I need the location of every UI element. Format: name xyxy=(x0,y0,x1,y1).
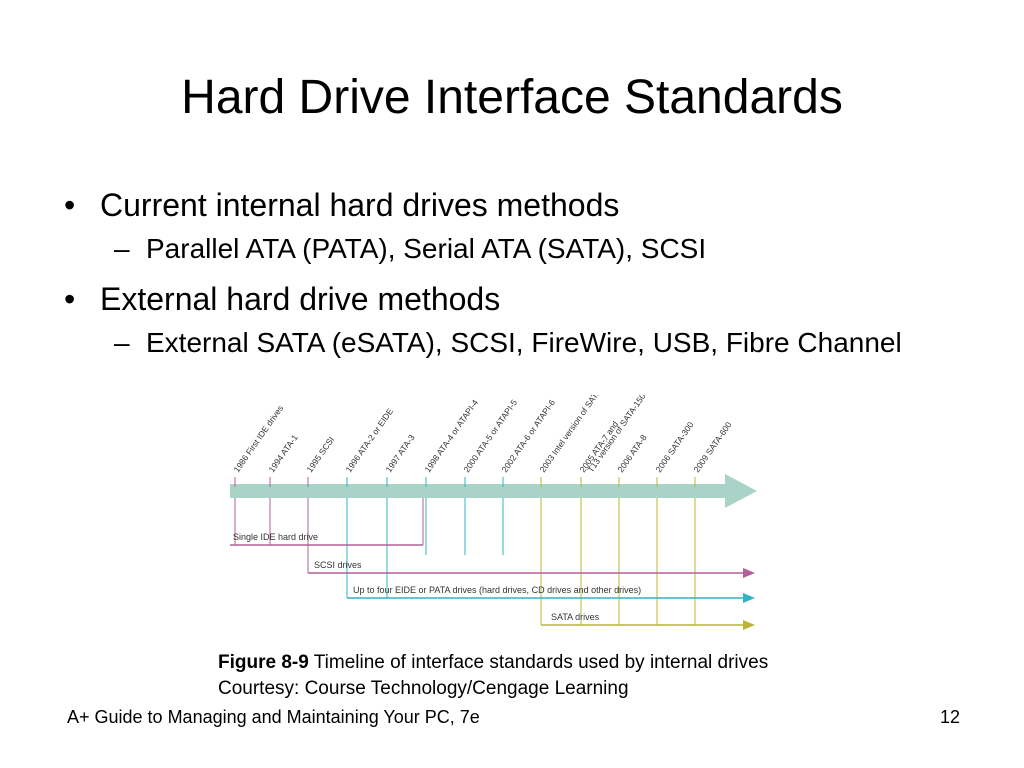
sub-bullet-item: – External SATA (eSATA), SCSI, FireWire,… xyxy=(60,326,980,360)
track-label: SATA drives xyxy=(551,612,600,622)
page-number: 12 xyxy=(940,707,961,727)
bullet-dot: • xyxy=(64,281,76,317)
caption-line: Figure 8-9 Timeline of interface standar… xyxy=(218,650,768,676)
timeline-ticks xyxy=(234,477,696,487)
bullet-list: • Current internal hard drives methods –… xyxy=(60,180,980,360)
timeline-event-label: 1997 ATA-3 xyxy=(383,432,416,474)
slide-title: Hard Drive Interface Standards xyxy=(181,71,843,124)
track-arrowhead xyxy=(743,593,755,603)
sub-bullet-dash: – xyxy=(114,327,130,358)
timeline-arrow xyxy=(230,474,757,508)
track-arrowhead xyxy=(743,568,755,578)
figure-connector-lines xyxy=(234,498,696,625)
bullet-item: • Current internal hard drives methods xyxy=(60,182,980,228)
bullet-item: • External hard drive methods xyxy=(60,276,980,322)
sub-bullet-item: – Parallel ATA (PATA), Serial ATA (SATA)… xyxy=(60,232,980,266)
footer-book-title: A+ Guide to Managing and Maintaining You… xyxy=(67,707,480,727)
timeline-event-label: 2006 ATA-8 xyxy=(615,432,648,474)
caption-text: Timeline of interface standards used by … xyxy=(308,652,769,673)
timeline-event-label: 2006 SATA-300 xyxy=(653,420,695,474)
figure-number: Figure 8-9 xyxy=(218,652,309,673)
timeline-event-label: 2009 SATA-600 xyxy=(691,420,733,474)
timeline-event-label: 1995 SCSI xyxy=(304,435,336,474)
sub-bullet-text: External SATA (eSATA), SCSI, FireWire, U… xyxy=(146,327,902,358)
sub-bullet-dash: – xyxy=(114,233,130,264)
track-arrowhead xyxy=(743,620,755,630)
bullet-text: Current internal hard drives methods xyxy=(100,187,620,223)
bullet-text: External hard drive methods xyxy=(100,281,501,317)
track-label: Single IDE hard drive xyxy=(233,532,318,542)
bullet-dot: • xyxy=(64,187,76,223)
sub-bullet-text: Parallel ATA (PATA), Serial ATA (SATA), … xyxy=(146,233,707,264)
timeline-event-label: 1994 ATA-1 xyxy=(266,432,299,474)
figure-credit: Courtesy: Course Technology/Cengage Lear… xyxy=(218,678,629,699)
track-label: Up to four EIDE or PATA drives (hard dri… xyxy=(353,585,641,595)
figure-caption: Figure 8-9 Timeline of interface standar… xyxy=(218,650,768,702)
track-label: SCSI drives xyxy=(314,560,362,570)
